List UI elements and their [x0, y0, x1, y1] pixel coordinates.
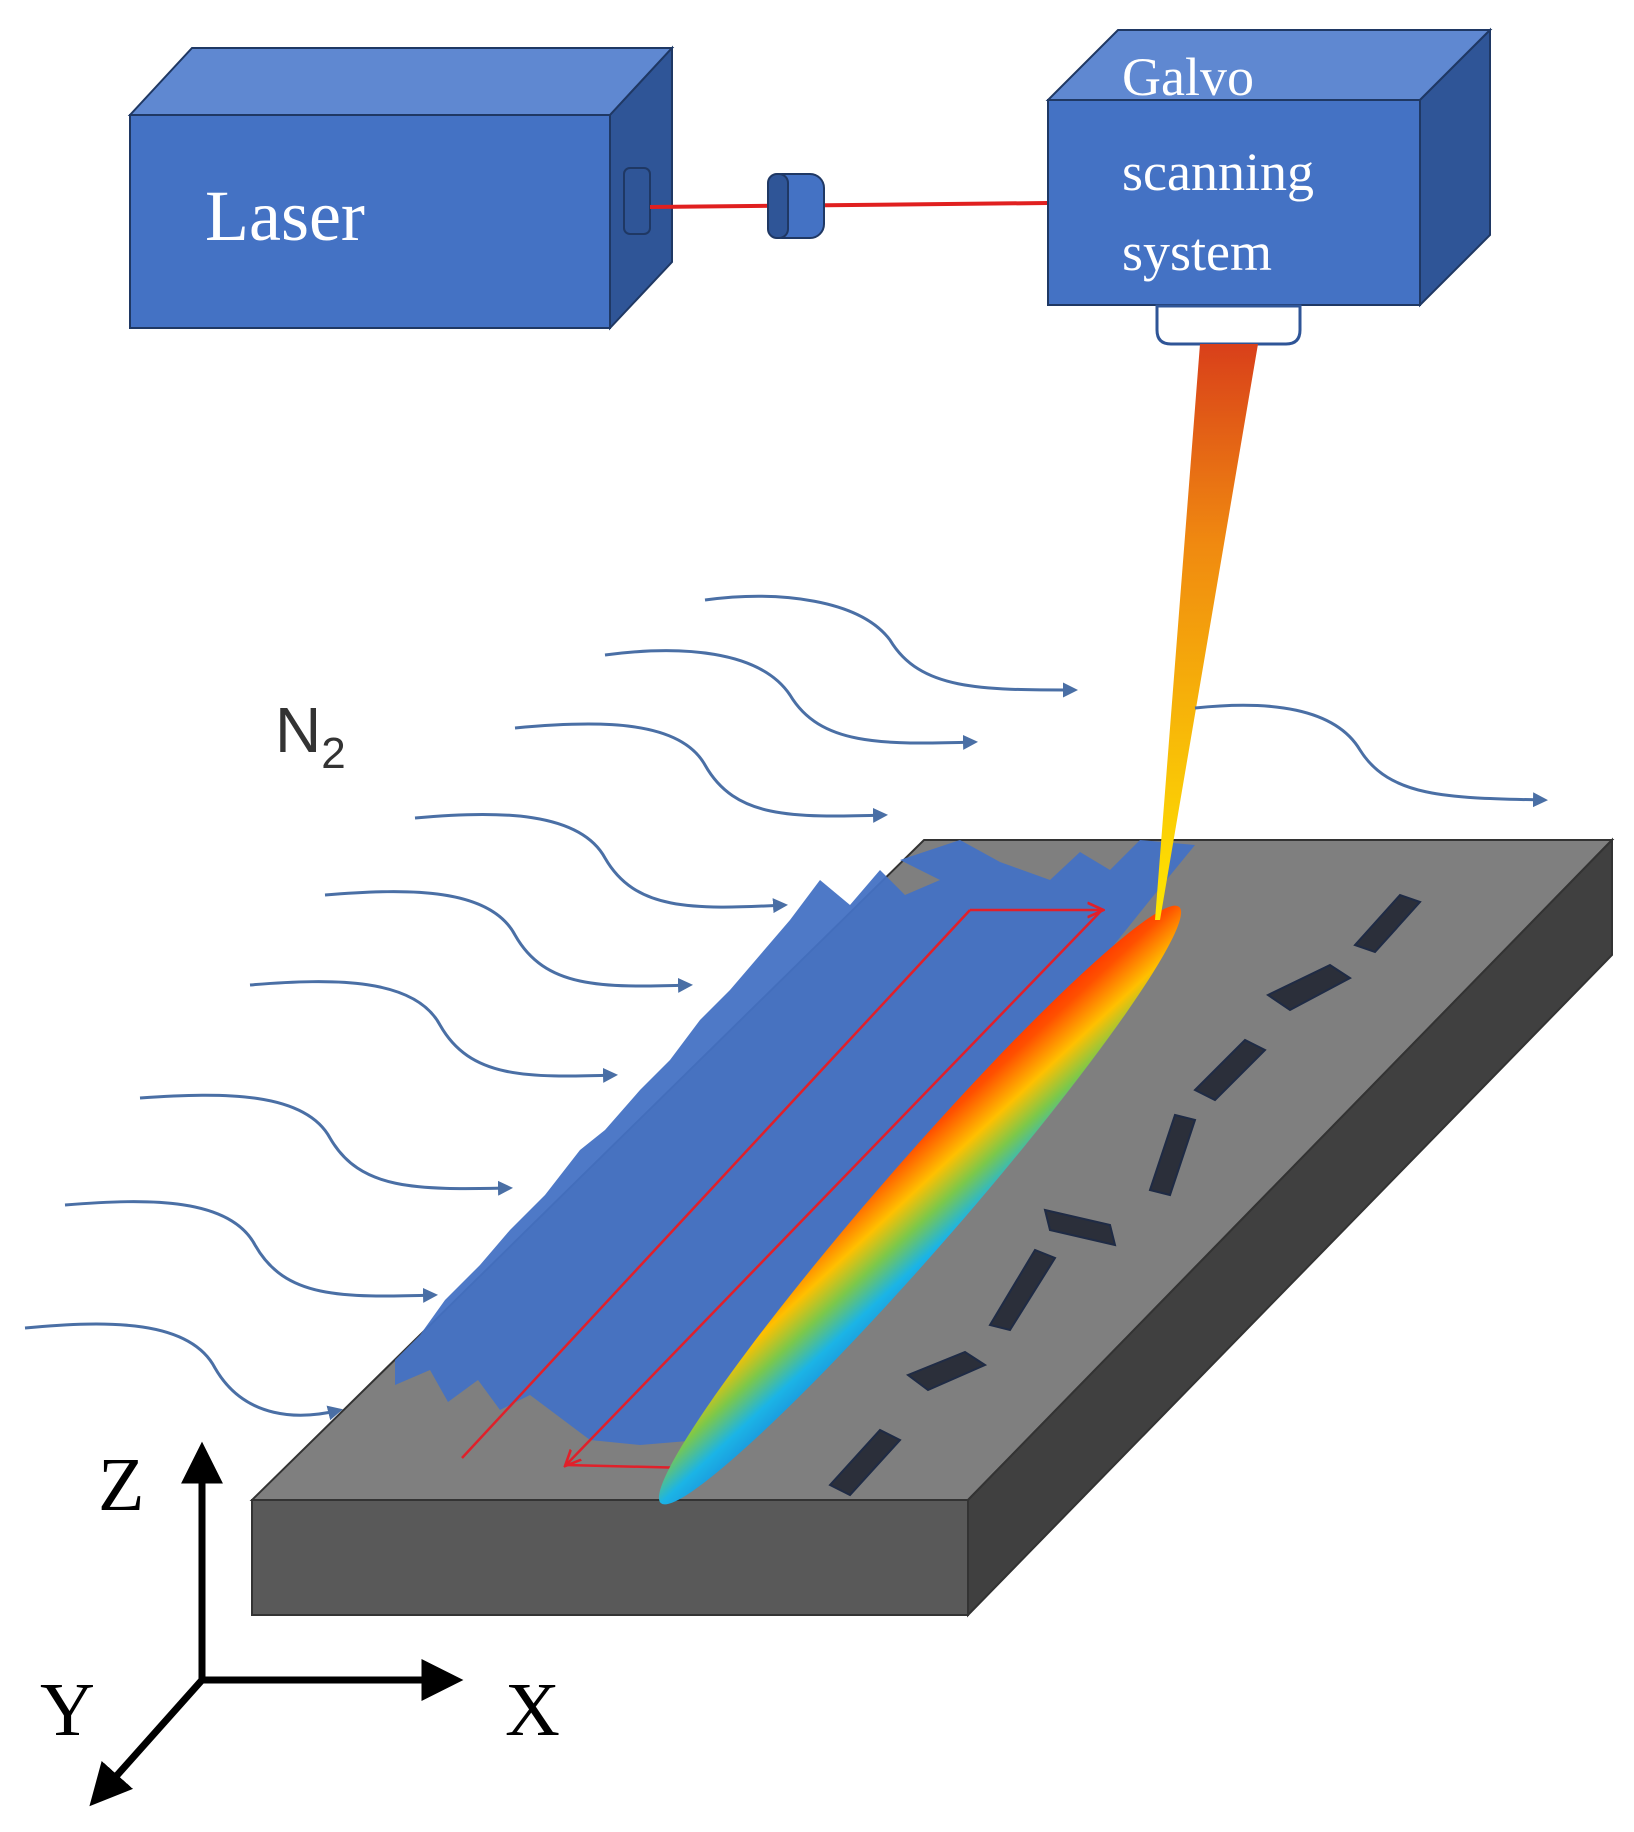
axis-y-label: Y	[40, 1668, 95, 1752]
y-axis	[89, 1677, 205, 1807]
focusing-lens	[1155, 304, 1302, 346]
debris-marks	[828, 893, 1422, 1497]
gas-label-main: N	[275, 694, 321, 766]
debris-mark	[1148, 1113, 1197, 1197]
gas-label: N2	[275, 694, 346, 778]
debris-mark	[1193, 1038, 1267, 1102]
gas-label-subscript: 2	[321, 729, 345, 778]
scan-path	[461, 910, 1102, 1468]
gas-flow-arrow-icon	[324, 890, 693, 993]
gas-flow-arrow-icon	[249, 980, 618, 1083]
plate-side	[967, 837, 1613, 1618]
gas-flow-arrow-icon	[604, 649, 978, 750]
plate-front	[251, 1499, 969, 1616]
gas-flow-arrow-icon	[414, 812, 788, 914]
gas-flow-arrow-icon	[139, 1093, 513, 1196]
laser-box-top	[127, 47, 675, 116]
axis-z-label: Z	[98, 1443, 144, 1527]
galvo-scanner: Galvo scanning system	[1045, 27, 1493, 346]
galvo-label-line2: scanning	[1122, 142, 1314, 202]
galvo-label-line1: Galvo	[1122, 47, 1254, 107]
debris-mark	[988, 1248, 1057, 1332]
gas-flow-arrow-icon	[24, 1322, 343, 1421]
gas-flow-arrow-icon	[704, 594, 1078, 698]
beam-line	[649, 201, 1049, 209]
gas-flow-arrow-icon	[1194, 703, 1548, 808]
debris-mark	[905, 1350, 988, 1392]
coordinate-axes	[89, 1441, 464, 1807]
laser-beam-cone	[1155, 344, 1258, 920]
debris-mark	[828, 1428, 902, 1497]
melt-track	[658, 905, 1182, 1505]
laser-label: Laser	[205, 176, 365, 256]
gas-flow-arrows	[24, 594, 1548, 1421]
processed-area	[395, 840, 1195, 1445]
galvo-box-top	[1045, 29, 1493, 101]
galvo-label-line3: system	[1122, 222, 1272, 282]
axis-x-label: X	[505, 1668, 560, 1752]
debris-mark	[1043, 1208, 1117, 1247]
laser-aperture	[623, 167, 651, 235]
debris-mark	[1266, 963, 1352, 1012]
laser-source: Laser	[127, 45, 675, 331]
gas-flow-arrow-icon	[514, 722, 888, 823]
cylindrical-lens-icon	[767, 173, 825, 239]
gas-flow-arrow-icon	[64, 1200, 438, 1303]
laser-box-front	[129, 114, 611, 329]
debris-mark	[1353, 893, 1422, 954]
